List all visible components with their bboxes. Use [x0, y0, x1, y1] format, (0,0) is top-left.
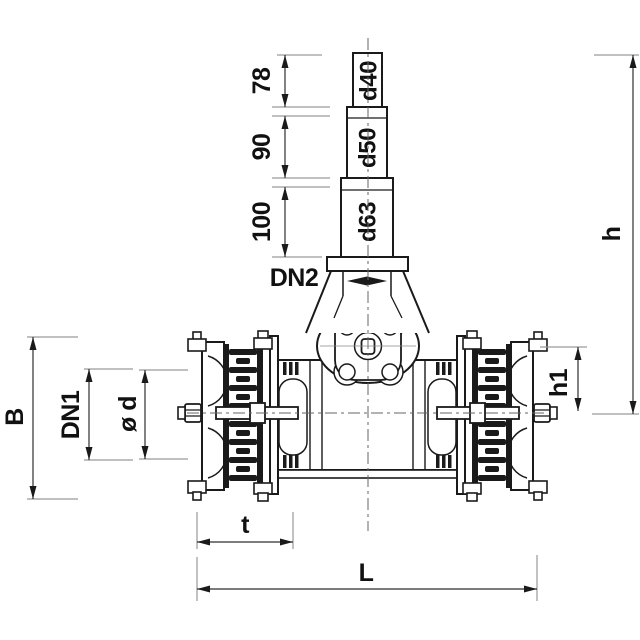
dim-label-t: t — [241, 511, 250, 539]
dim-label-h1: h1 — [545, 368, 573, 397]
hatch-marks — [283, 362, 452, 468]
dim-B: B — [1, 336, 78, 500]
dim-t: t — [196, 511, 294, 549]
dim-label-DN1: DN1 — [57, 390, 85, 439]
dim-label-90: 90 — [248, 134, 276, 161]
dim-L: L — [196, 555, 538, 601]
pipe-label-d40: d40 — [356, 61, 383, 101]
riser-d50-pipe — [346, 106, 388, 179]
dim-h: h — [592, 54, 639, 415]
dim-riser-chain: 78 90 100 DN2 — [248, 54, 330, 292]
dim-label-od: ø d — [114, 396, 142, 432]
bolt-hole — [381, 363, 399, 381]
bolt-hole — [338, 363, 356, 381]
dim-label-B: B — [1, 408, 29, 426]
dim-h1: h1 — [540, 346, 587, 411]
riser: d40 d50 d63 — [340, 52, 394, 258]
wedge-symbol — [347, 276, 387, 286]
dim-label-h: h — [598, 227, 626, 242]
dim-label-78: 78 — [248, 67, 276, 94]
dim-label-100: 100 — [248, 202, 276, 242]
dim-pipe-od: ø d — [114, 369, 188, 460]
dim-label-L: L — [359, 559, 374, 587]
riser-d63-pipe — [340, 177, 394, 258]
dim-label-dn2: DN2 — [270, 264, 319, 292]
centerlines — [187, 38, 547, 531]
dim-DN1: DN1 — [57, 368, 133, 461]
